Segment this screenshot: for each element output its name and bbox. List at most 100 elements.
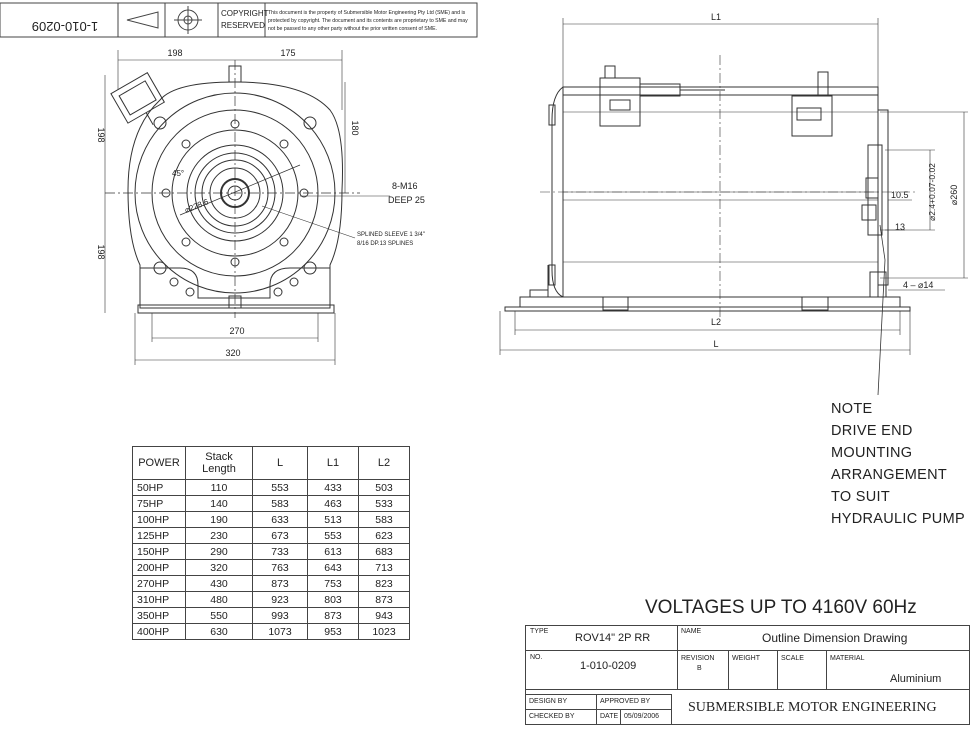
header-L: L xyxy=(252,446,308,480)
type-value: ROV14" 2P RR xyxy=(575,632,651,644)
front-view xyxy=(104,50,390,365)
note-line: DRIVE END xyxy=(831,423,913,439)
cell-L2: 873 xyxy=(358,591,410,608)
cell-L1: 753 xyxy=(307,575,359,592)
dim-left-upper: 198 xyxy=(96,127,106,142)
side-view xyxy=(499,18,968,396)
dim-L2: L2 xyxy=(711,317,721,327)
cell-L: 633 xyxy=(252,511,308,528)
cell-L: 733 xyxy=(252,543,308,560)
dim-13: 13 xyxy=(895,222,905,232)
cell-stack-length: 230 xyxy=(185,527,253,544)
dim-top-left: 198 xyxy=(167,48,182,58)
name-label: NAME xyxy=(681,628,702,635)
cell-L2: 623 xyxy=(358,527,410,544)
callout-bolts-1: 8-M16 xyxy=(392,181,418,191)
weight-label: WEIGHT xyxy=(732,655,760,662)
cell-L2: 683 xyxy=(358,543,410,560)
cell-L2: 943 xyxy=(358,607,410,624)
type-label: TYPE xyxy=(530,628,549,635)
drive-end-note: NOTE DRIVE END MOUNTING ARRANGEMENT TO S… xyxy=(831,398,965,530)
callout-sleeve-2: 8/16 DP.13 SPLINES xyxy=(357,241,413,247)
drawing-number-inverted: 1-010-0209 xyxy=(32,19,99,34)
voltage-title: VOLTAGES UP TO 4160V 60Hz xyxy=(645,597,917,618)
cell-L: 673 xyxy=(252,527,308,544)
cell-stack-length: 290 xyxy=(185,543,253,560)
dim-flange: ⌀260 xyxy=(949,185,959,205)
cell-L1: 873 xyxy=(307,607,359,624)
dim-angle: 45° xyxy=(172,169,184,178)
no-value: 1-010-0209 xyxy=(580,660,637,672)
note-line: ARRANGEMENT xyxy=(831,467,948,483)
design-label: DESIGN BY xyxy=(529,698,568,705)
cell-L2: 583 xyxy=(358,511,410,528)
dim-L1: L1 xyxy=(711,12,721,22)
cell-stack-length: 480 xyxy=(185,591,253,608)
cell-stack-length: 110 xyxy=(185,479,253,496)
cell-L1: 803 xyxy=(307,591,359,608)
date-label: DATE xyxy=(600,713,619,720)
date-value: 05/09/2006 xyxy=(624,713,660,720)
note-line: TO SUIT xyxy=(831,489,891,505)
dim-left-lower: 198 xyxy=(96,244,106,259)
cell-power: 50HP xyxy=(132,479,186,496)
cell-stack-length: 550 xyxy=(185,607,253,624)
cell-L2: 713 xyxy=(358,559,410,576)
callout-sleeve-1: SPLINED SLEEVE 1 3/4" xyxy=(357,232,425,238)
note-line: MOUNTING xyxy=(831,445,913,461)
cell-power: 400HP xyxy=(132,623,186,640)
dim-10-5: 10.5 xyxy=(891,190,909,200)
cell-L1: 553 xyxy=(307,527,359,544)
cell-L: 1073 xyxy=(252,623,308,640)
cell-stack-length: 430 xyxy=(185,575,253,592)
cell-L2: 503 xyxy=(358,479,410,496)
scale-label: SCALE xyxy=(781,655,804,662)
cell-L1: 463 xyxy=(307,495,359,512)
note-line: HYDRAULIC PUMP xyxy=(831,511,965,527)
cell-L1: 643 xyxy=(307,559,359,576)
cell-L1: 953 xyxy=(307,623,359,640)
header-power: POWER xyxy=(132,446,186,480)
dim-base-outer: 320 xyxy=(225,348,240,358)
cell-L: 763 xyxy=(252,559,308,576)
cell-L1: 613 xyxy=(307,543,359,560)
cell-power: 75HP xyxy=(132,495,186,512)
cell-L2: 823 xyxy=(358,575,410,592)
dim-right: 180 xyxy=(350,120,360,135)
header-L1: L1 xyxy=(307,446,359,480)
checked-label: CHECKED BY xyxy=(529,713,575,720)
material-value: Aluminium xyxy=(890,673,942,685)
note-line: NOTE xyxy=(831,401,873,417)
cell-stack-length: 190 xyxy=(185,511,253,528)
dim-top-right: 175 xyxy=(280,48,295,58)
copyright-label-1: COPYRIGHT xyxy=(221,9,269,18)
material-label: MATERIAL xyxy=(830,655,865,662)
cell-L1: 433 xyxy=(307,479,359,496)
cell-power: 125HP xyxy=(132,527,186,544)
copyright-text-2: protected by copyright. The document and… xyxy=(268,18,468,24)
cell-L2: 1023 xyxy=(358,623,410,640)
cell-stack-length: 320 xyxy=(185,559,253,576)
company-name: SUBMERSIBLE MOTOR ENGINEERING xyxy=(688,700,937,715)
cell-power: 100HP xyxy=(132,511,186,528)
cell-L: 873 xyxy=(252,575,308,592)
cell-stack-length: 140 xyxy=(185,495,253,512)
cell-L2: 533 xyxy=(358,495,410,512)
copyright-text-1: This document is the property of Submers… xyxy=(268,10,466,16)
copyright-label-2: RESERVED xyxy=(221,21,265,30)
dim-base-inner: 270 xyxy=(229,326,244,336)
cell-stack-length: 630 xyxy=(185,623,253,640)
cell-L1: 513 xyxy=(307,511,359,528)
callout-bolts-2: DEEP 25 xyxy=(388,195,425,205)
cell-power: 270HP xyxy=(132,575,186,592)
cell-L: 583 xyxy=(252,495,308,512)
dim-holes: 4 – ⌀14 xyxy=(903,280,933,290)
